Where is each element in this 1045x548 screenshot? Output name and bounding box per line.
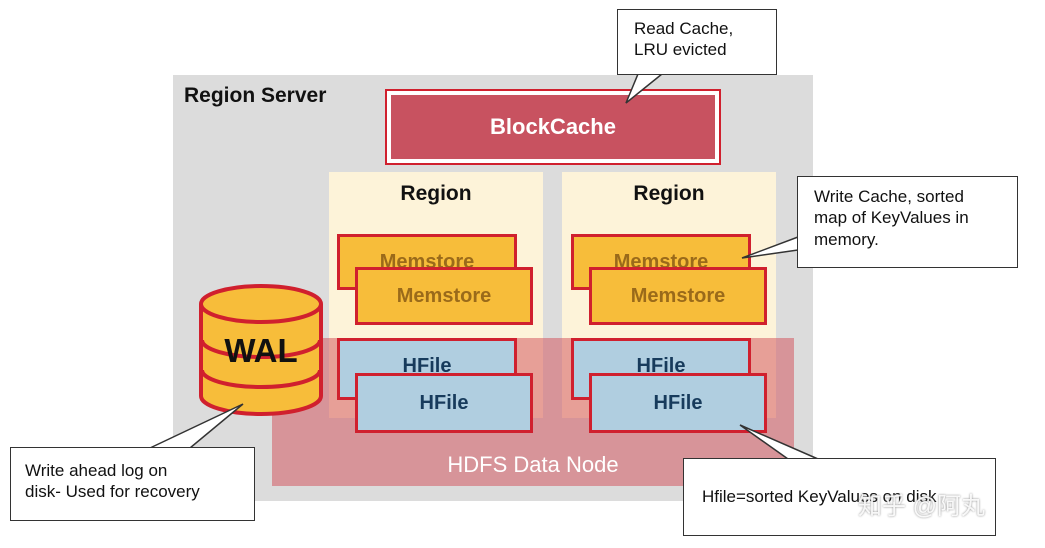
watermark: 知乎 @阿丸 bbox=[858, 493, 986, 520]
region-2-label: Region bbox=[633, 182, 705, 205]
write-cache-callout: Write Cache, sorted map of KeyValues in … bbox=[797, 176, 1018, 268]
blockcache: BlockCache bbox=[391, 95, 715, 159]
hfile-callout-text: Hfile=sorted KeyValues on disk bbox=[702, 487, 937, 506]
region-2-hfile-front: HFile bbox=[589, 373, 767, 433]
region-1-label: Region bbox=[400, 182, 472, 205]
region-1-memstore-front: Memstore bbox=[355, 267, 533, 325]
wal-label: WAL bbox=[224, 332, 298, 369]
read-cache-callout: Read Cache, LRU evicted bbox=[617, 9, 777, 75]
wal-callout-line: Write ahead log on bbox=[25, 461, 168, 480]
region-2-memstore-front: Memstore bbox=[589, 267, 767, 325]
read-cache-callout-line: Read Cache, bbox=[634, 19, 734, 38]
hdfs-data-node-label: HDFS Data Node bbox=[447, 452, 619, 477]
hfile-callout: Hfile=sorted KeyValues on disk bbox=[683, 458, 996, 536]
write-cache-callout-line: Write Cache, sorted bbox=[814, 187, 964, 206]
wal-cylinder-icon bbox=[199, 284, 323, 416]
write-cache-callout-line: map of KeyValues in bbox=[814, 208, 969, 228]
read-cache-callout-line: LRU evicted bbox=[634, 40, 727, 60]
region-1-hfile-front: HFile bbox=[355, 373, 533, 433]
write-cache-callout-line: memory. bbox=[814, 229, 879, 249]
wal-callout: Write ahead log on disk- Used for recove… bbox=[10, 447, 255, 521]
wal-callout-line: disk- Used for recovery bbox=[25, 482, 200, 502]
region-server-label: Region Server bbox=[184, 84, 327, 107]
